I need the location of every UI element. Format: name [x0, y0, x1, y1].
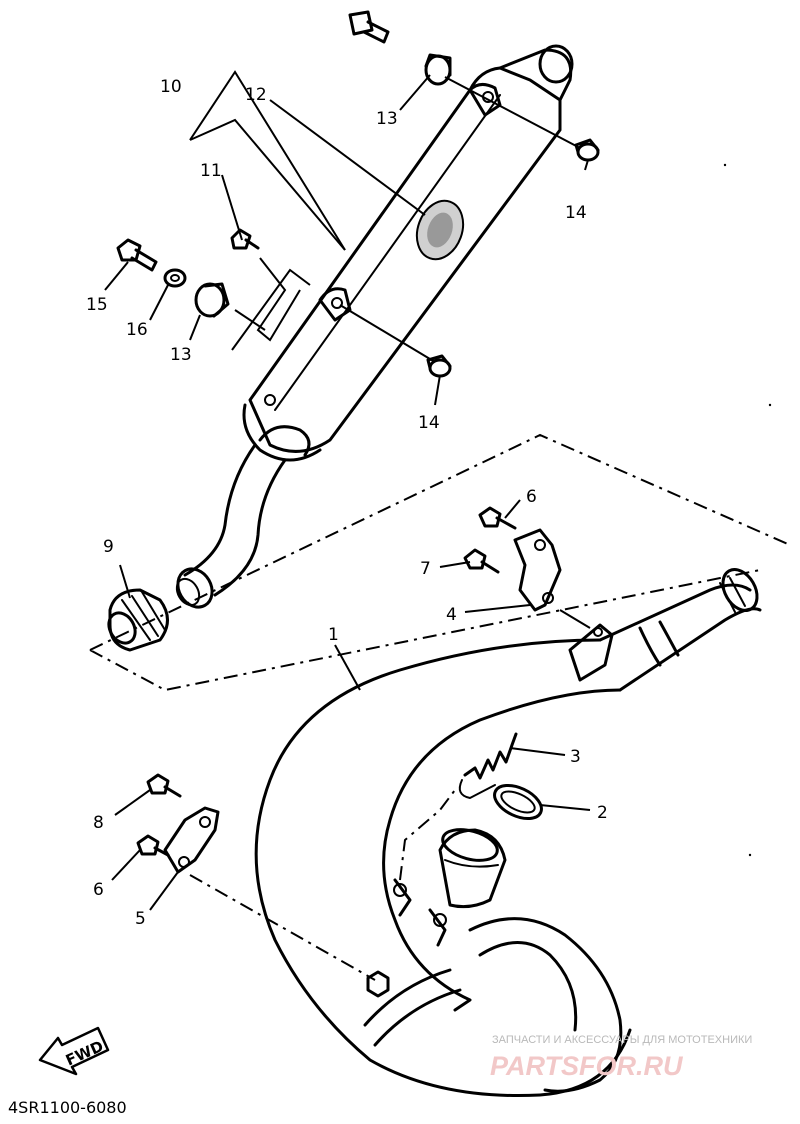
callout-12: 12 [245, 85, 267, 105]
bracket-5 [163, 806, 220, 874]
silencer-packing-label [415, 199, 465, 261]
damper-13-lower [194, 282, 230, 318]
diagram-code: 4SR1100-6080 [8, 1098, 127, 1117]
callout-14-upper: 14 [565, 203, 587, 223]
damper-13-upper [424, 53, 452, 86]
callout-14-lower: 14 [418, 413, 440, 433]
callout-2: 2 [597, 803, 608, 823]
callout-15: 15 [86, 295, 108, 315]
exhaust-header-pipe [254, 568, 762, 1098]
callout-6-lower: 6 [93, 880, 104, 900]
joint-gasket-9 [107, 588, 169, 652]
bracket-4 [513, 528, 562, 612]
spring-3 [458, 732, 518, 800]
callout-13-lower: 13 [170, 345, 192, 365]
fwd-arrow-icon: FWD [38, 1026, 110, 1076]
watermark-brand: PARTSFOR.RU [490, 1051, 684, 1081]
bolt-15 [116, 238, 158, 272]
callout-4: 4 [446, 605, 457, 625]
silencer-inlet-pipe [175, 443, 287, 609]
callout-13-upper: 13 [376, 109, 398, 129]
nut-pipe [366, 970, 390, 998]
silencer-body [242, 44, 574, 462]
callout-11: 11 [200, 161, 222, 181]
washer-16 [163, 268, 187, 288]
bolt-8 [146, 773, 182, 798]
callout-9: 9 [103, 537, 114, 557]
callout-7: 7 [420, 559, 431, 579]
callout-6-upper: 6 [526, 487, 537, 507]
gasket-2 [493, 783, 543, 821]
callout-10: 10 [160, 77, 182, 97]
bolt-6-upper [478, 506, 517, 530]
callout-3: 3 [570, 747, 581, 767]
callout-8: 8 [93, 813, 104, 833]
bolt-top [348, 10, 390, 44]
callout-5: 5 [135, 909, 146, 929]
assembly-dashed-boundary [89, 433, 791, 692]
callout-1: 1 [328, 625, 339, 645]
bolt-6-lower [136, 834, 170, 857]
bolt-11 [230, 228, 260, 250]
collar-14-upper [574, 138, 600, 162]
watermark-tagline: ЗАПЧАСТИ И АКСЕССУАРЫ ДЛЯ МОТОТЕХНИКИ [492, 1034, 752, 1046]
callout-16: 16 [126, 320, 148, 340]
bolt-7 [463, 548, 500, 574]
